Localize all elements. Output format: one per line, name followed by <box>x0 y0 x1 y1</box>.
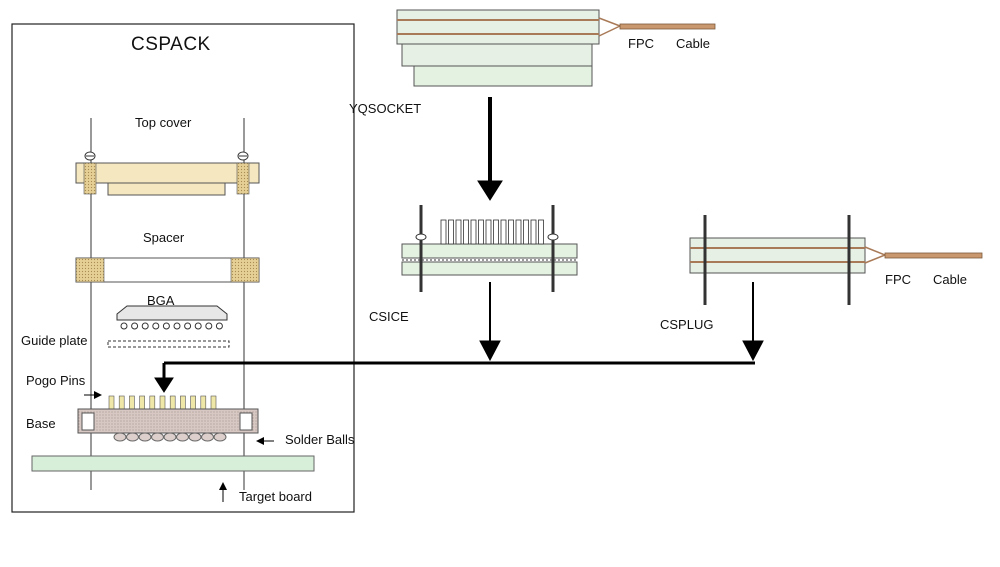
pogo-pin <box>180 395 186 410</box>
pogo-pin <box>129 395 135 410</box>
spacer <box>75 257 260 283</box>
pogo-pin <box>169 395 176 410</box>
target-board <box>31 455 315 472</box>
csice-label: CSICE <box>369 309 409 324</box>
pogo-pin <box>108 395 115 410</box>
bga <box>116 305 228 330</box>
top-cover <box>75 151 260 196</box>
csplug-cable-label: Cable <box>933 272 967 287</box>
solder-ball <box>201 432 214 442</box>
csice-pin <box>500 219 507 245</box>
bga-ball <box>162 322 170 330</box>
solder-ball <box>213 432 227 442</box>
bga-ball <box>173 322 181 330</box>
yqsocket-cable-label: Cable <box>676 36 710 51</box>
base <box>77 408 259 442</box>
csplug-cable <box>884 252 983 259</box>
csice-pin <box>448 219 454 245</box>
csice-pin <box>485 219 492 245</box>
yqsocket-label: YQSOCKET <box>349 101 422 116</box>
spacer-label: Spacer <box>143 230 185 245</box>
solder-ball <box>126 432 139 442</box>
bga-ball <box>131 322 139 330</box>
cspack-title: CSPACK <box>131 34 211 55</box>
yqsocket-cable <box>619 23 716 30</box>
bga-ball <box>194 322 202 330</box>
pogo-pin <box>159 395 166 410</box>
top-cover-label: Top cover <box>135 115 192 130</box>
pogo-pins <box>108 395 217 410</box>
csice-pin <box>493 219 499 245</box>
pogo-pin <box>139 395 145 410</box>
solder-balls-label: Solder Balls <box>285 432 355 447</box>
csice-pin <box>515 219 522 245</box>
solder-ball <box>188 432 202 442</box>
csice-pin <box>508 219 514 245</box>
base-label: Base <box>26 416 56 431</box>
guide-plate-label: Guide plate <box>21 333 88 348</box>
pogo-pin <box>149 395 156 410</box>
solder-ball <box>151 432 164 442</box>
yqsocket-fpc-label: FPC <box>628 36 654 51</box>
csice-pin <box>478 219 484 245</box>
csice-pin <box>470 219 477 245</box>
pogo-pins-label: Pogo Pins <box>26 373 86 388</box>
csplug <box>689 215 983 305</box>
csplug-label: CSPLUG <box>660 317 714 332</box>
pogo-pin <box>190 395 196 410</box>
csice-pin <box>530 219 537 245</box>
solder-ball <box>113 432 127 442</box>
csice-pin <box>463 219 469 245</box>
pogo-pin <box>118 395 125 410</box>
bga-ball <box>141 322 149 330</box>
csice-pin <box>455 219 462 245</box>
pogo-pin <box>200 395 207 410</box>
bga-ball <box>205 322 213 330</box>
csplug-fpc-label: FPC <box>885 272 911 287</box>
guide-plate <box>107 340 230 348</box>
bga-label: BGA <box>147 293 175 308</box>
solder-ball <box>163 432 177 442</box>
csice-pin <box>523 219 529 245</box>
bga-ball <box>215 322 223 330</box>
bga-ball <box>152 322 160 330</box>
cspack-panel <box>11 23 355 513</box>
csice-pin <box>538 219 544 245</box>
target-board-label: Target board <box>239 489 312 504</box>
bga-ball <box>120 322 128 330</box>
csice <box>401 205 578 292</box>
yqsocket <box>396 9 716 87</box>
solder-ball <box>138 432 152 442</box>
bga-ball <box>184 322 192 330</box>
solder-ball <box>176 432 189 442</box>
flow-arrows <box>154 97 764 393</box>
pogo-pin <box>210 395 217 410</box>
csice-pin <box>440 219 447 245</box>
